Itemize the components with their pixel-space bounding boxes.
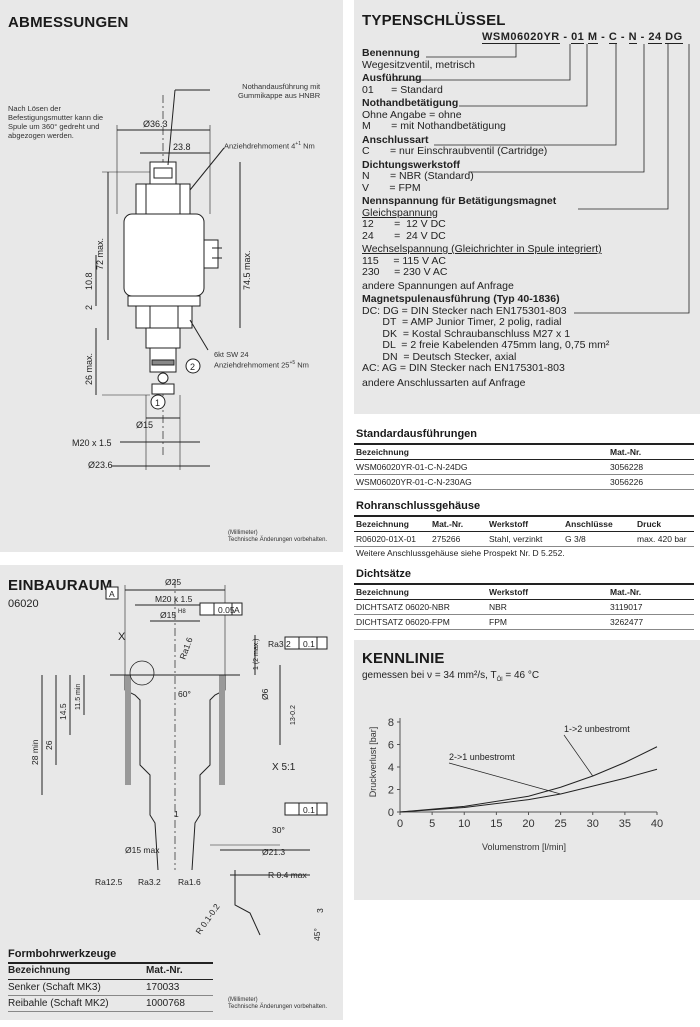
rohr-table: Rohranschlussgehäuse Bezeichnung Mat.-Nr… <box>354 500 694 560</box>
svg-text:Ra3.2: Ra3.2 <box>138 877 161 887</box>
standard-title: Standardausführungen <box>356 428 478 440</box>
svg-text:0.05: 0.05 <box>218 605 235 615</box>
typen-lines: Benennung Wegesitzventil, metrisch Ausfü… <box>362 47 610 389</box>
kennlinie-panel <box>354 640 700 900</box>
svg-text:A: A <box>109 589 115 599</box>
y-tick-label: 0 <box>388 807 394 819</box>
svg-text:30°: 30° <box>272 825 285 835</box>
svg-text:60°: 60° <box>178 689 191 699</box>
svg-text:1 (2 max.): 1 (2 max.) <box>253 638 260 670</box>
svg-text:1: 1 <box>174 809 179 819</box>
svg-text:R 0.4 max: R 0.4 max <box>268 870 307 880</box>
rohr-title: Rohranschlussgehäuse <box>356 500 481 512</box>
chart-xlabel: Volumenstrom [l/min] <box>482 842 566 852</box>
tools-title: Formbohrwerkzeuge <box>8 948 117 960</box>
abmessungen-note-left: Nach Lösen der Befestigungsmutter kann d… <box>8 104 104 140</box>
chart-ylabel: Druckverlust [bar] <box>368 727 378 798</box>
dicht-table: Dichtsätze Bezeichnung Werkstoff Mat.-Nr… <box>354 568 694 632</box>
svg-text:3: 3 <box>315 908 325 913</box>
svg-text:72 max.: 72 max. <box>95 238 105 270</box>
svg-text:Ø6: Ø6 <box>260 688 270 700</box>
einbauraum-drawing: Ø25 M20 x 1.5 Ø15 H8 0.05 A A 0.1 Ra1.6 … <box>30 577 328 941</box>
svg-text:13-0.2: 13-0.2 <box>290 705 297 725</box>
standard-table: Standardausführungen Bezeichnung Mat.-Nr… <box>354 428 694 492</box>
series-label-2: 2->1 unbestromt <box>449 752 515 762</box>
svg-text:Ø15: Ø15 <box>160 610 176 620</box>
svg-text:Ø15: Ø15 <box>136 420 153 430</box>
typenschluessel-title: TYPENSCHLÜSSEL <box>362 12 506 29</box>
svg-text:X: X <box>118 631 126 643</box>
y-tick-label: 4 <box>388 762 394 774</box>
svg-text:Ø15 max: Ø15 max <box>125 845 160 855</box>
svg-text:74.5 max.: 74.5 max. <box>242 250 252 290</box>
x-tick-label: 10 <box>458 818 470 830</box>
svg-text:11.5 min: 11.5 min <box>75 684 82 710</box>
svg-text:X 5:1: X 5:1 <box>272 762 296 773</box>
svg-text:Ra1.6: Ra1.6 <box>178 877 201 887</box>
x-tick-label: 0 <box>397 818 403 830</box>
series-line-1 <box>399 746 658 813</box>
x-tick-label: 5 <box>429 818 435 830</box>
x-tick-label: 25 <box>555 818 567 830</box>
type-code-leaders <box>394 44 690 314</box>
svg-text:Ø23.6: Ø23.6 <box>88 460 113 470</box>
svg-text:10.8: 10.8 <box>84 272 94 290</box>
x-tick-label: 35 <box>619 818 631 830</box>
series-leader-1 <box>563 734 594 777</box>
y-tick-label: 6 <box>388 740 394 752</box>
svg-text:Ø36.3: Ø36.3 <box>143 119 168 129</box>
einbauraum-title: EINBAURAUM <box>8 577 113 594</box>
svg-text:Ø21.3: Ø21.3 <box>262 847 285 857</box>
svg-text:Ø25: Ø25 <box>165 577 181 587</box>
svg-text:Ra1.6: Ra1.6 <box>177 636 194 661</box>
x-tick-label: 30 <box>587 818 599 830</box>
svg-text:R 0.1-0.2: R 0.1-0.2 <box>193 902 221 937</box>
svg-text:0.1: 0.1 <box>303 639 315 649</box>
y-tick-label: 8 <box>388 717 394 729</box>
svg-text:Ra12.5: Ra12.5 <box>95 877 123 887</box>
x-tick-label: 15 <box>490 818 502 830</box>
svg-text:26: 26 <box>44 740 54 750</box>
svg-text:2: 2 <box>84 305 94 310</box>
torque-label-1: Anziehdrehmoment 4+1 Nm <box>224 141 315 151</box>
abmessungen-footer: (Millimeter) Technische Änderungen vorbe… <box>228 530 328 543</box>
kennlinie-title: KENNLINIE <box>362 650 445 667</box>
x-tick-label: 20 <box>522 818 534 830</box>
svg-text:0.1: 0.1 <box>303 805 315 815</box>
kennlinie-subtitle: gemessen bei ν = 34 mm²/s, TÖl = 46 °C <box>362 670 540 683</box>
abmessungen-title: ABMESSUNGEN <box>8 14 129 31</box>
einbauraum-footer: (Millimeter) Technische Änderungen vorbe… <box>228 997 328 1010</box>
typenschluessel-panel <box>354 0 700 414</box>
series-leader-2 <box>448 762 561 795</box>
svg-text:26 max.: 26 max. <box>84 353 94 385</box>
series-line-2 <box>399 768 658 813</box>
svg-text:M20 x 1.5: M20 x 1.5 <box>72 438 112 448</box>
series-label-1: 1->2 unbestromt <box>564 724 630 734</box>
type-code: WSM06020YR - 01 M - C - N - 24 DG <box>482 31 683 44</box>
svg-text:1: 1 <box>155 398 160 408</box>
svg-text:A: A <box>234 605 240 615</box>
einbauraum-subtitle: 06020 <box>8 598 39 610</box>
abmessungen-note-top: Nothandausführung mit Gummikappe aus HNB… <box>238 82 321 100</box>
x-tick-label: 40 <box>651 818 663 830</box>
svg-text:2: 2 <box>190 362 195 372</box>
dicht-title: Dichtsätze <box>356 568 412 580</box>
svg-text:M20 x 1.5: M20 x 1.5 <box>155 594 193 604</box>
svg-text:Ra3.2: Ra3.2 <box>268 639 291 649</box>
abmessungen-drawing: Ø36.3 23.8 72 max. 74.5 max. 10.8 2 26 m… <box>72 89 252 470</box>
tools-table: Formbohrwerkzeuge Bezeichnung Mat.-Nr. S… <box>8 948 213 1018</box>
svg-text:H8: H8 <box>178 609 186 615</box>
wrench-label: 6kt SW 24 Anziehdrehmoment 25+5 Nm <box>214 350 309 370</box>
svg-text:23.8: 23.8 <box>173 142 191 152</box>
svg-text:14.5: 14.5 <box>58 703 68 720</box>
svg-text:45°: 45° <box>312 928 322 941</box>
svg-text:28 min: 28 min <box>30 739 40 765</box>
y-tick-label: 2 <box>388 785 394 797</box>
